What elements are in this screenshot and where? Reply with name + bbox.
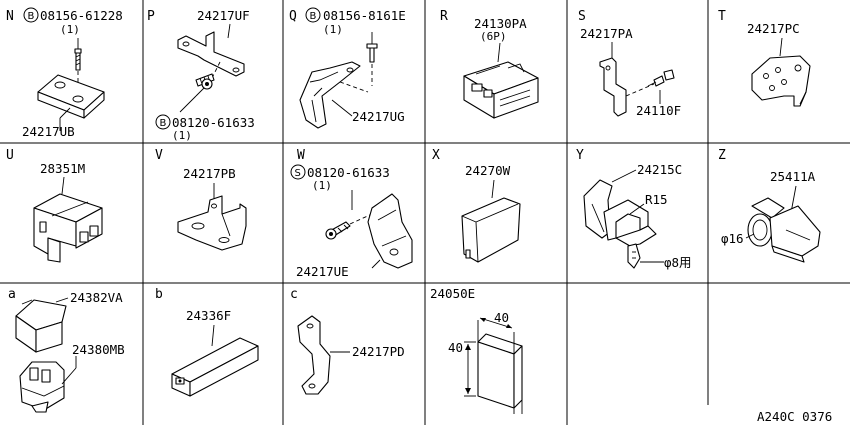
part-number: 25411A	[770, 169, 816, 184]
part-number-2: 24110F	[636, 103, 681, 118]
bolt-symbol: B	[305, 7, 321, 23]
cell-letter: Z	[718, 148, 726, 163]
svg-text:B: B	[28, 11, 35, 22]
dimension-height: 40	[448, 340, 463, 355]
part-number: 24217UG	[352, 109, 405, 124]
part-number: 24336F	[186, 308, 231, 323]
cell-letter: Q	[289, 9, 297, 24]
relay-drawing	[33, 176, 103, 263]
cell-letter: R	[440, 9, 448, 24]
part-number: 24217UE	[296, 264, 349, 279]
part-number: 24215C	[637, 162, 682, 177]
cell-d: 24050E 40 40	[430, 286, 523, 414]
cell-letter: X	[432, 148, 440, 163]
bracket-drawing	[325, 190, 413, 269]
diagram-reference-code: A240C 0376	[757, 409, 832, 424]
bracket-drawing	[751, 37, 811, 107]
clip-drawing	[583, 169, 664, 269]
part-number: 24050E	[430, 286, 475, 301]
bolt-part-number: 08120-61633	[172, 115, 255, 130]
cell-p: P 24217UF B 08120-61633 (1)	[147, 8, 255, 142]
bracket-drawing	[297, 315, 350, 395]
cell-q: Q B 08156-8161E (1) 24217UG	[289, 7, 406, 129]
svg-text:B: B	[310, 11, 317, 22]
part-number: 24217PD	[352, 344, 405, 359]
cell-letter: a	[8, 287, 16, 302]
quantity: (1)	[323, 23, 343, 36]
part-number-2: 24380MB	[72, 342, 125, 357]
svg-text:S: S	[295, 168, 301, 179]
bolt-part-number: 08156-61228	[40, 8, 123, 23]
bolt-symbol: S	[290, 164, 306, 180]
bolt-part-number: 08156-8161E	[323, 8, 406, 23]
cell-w: W S 08120-61633 (1) 24217UE	[290, 148, 413, 279]
cover-drawing	[461, 179, 521, 263]
bracket-drawing	[299, 32, 378, 129]
cell-s: S 24217PA 24110F	[578, 9, 681, 118]
fuse-block-drawing	[171, 324, 259, 397]
bolt-symbol: B	[155, 114, 171, 130]
part-number: 24382VA	[70, 290, 123, 305]
cell-letter: U	[6, 148, 14, 163]
cell-a: a 24382VA 24380MB	[8, 287, 125, 413]
cell-c: c 24217PD	[290, 287, 405, 395]
bracket-drawing	[599, 42, 675, 117]
block-drawing	[464, 317, 523, 414]
quantity: (1)	[312, 179, 332, 192]
cell-r: R 24130PA (6P)	[440, 9, 539, 119]
svg-text:B: B	[160, 118, 167, 129]
cell-letter: S	[578, 9, 586, 24]
cell-y: Y 24215C R15 φ8用	[576, 148, 692, 270]
bracket-drawing	[177, 23, 245, 113]
cell-letter: V	[155, 148, 163, 163]
diameter-label: φ8用	[664, 255, 692, 270]
radius-label: R15	[645, 192, 668, 207]
part-number: 24270W	[465, 163, 511, 178]
cell-v: V 24217PB	[155, 148, 247, 251]
cell-letter: b	[155, 287, 163, 302]
diameter-label: φ16	[721, 231, 744, 246]
cell-t: T 24217PC	[718, 9, 811, 107]
cell-letter: N	[6, 9, 14, 24]
cell-u: U 28351M	[6, 148, 103, 263]
part-number: 24217UF	[197, 8, 250, 23]
grommet-drawing	[745, 185, 821, 263]
part-number: 24217PC	[747, 21, 800, 36]
cell-n: N B 08156-61228 (1) 24217UB	[6, 7, 123, 139]
quantity: (1)	[60, 23, 80, 36]
cell-letter: T	[718, 9, 726, 24]
cell-z: Z 25411A φ16	[718, 148, 821, 263]
part-number: 28351M	[40, 161, 85, 176]
cell-letter: Y	[576, 148, 584, 163]
part-number: 24217PB	[183, 166, 236, 181]
part-number: 24130PA	[474, 16, 527, 31]
cell-letter: W	[297, 148, 305, 163]
bolt-symbol: B	[23, 7, 39, 23]
connector-drawing	[463, 42, 539, 119]
pin-count: (6P)	[480, 30, 507, 43]
bolt-part-number: 08120-61633	[307, 165, 390, 180]
quantity: (1)	[172, 129, 192, 142]
part-number: 24217UB	[22, 124, 75, 139]
bracket-drawing	[177, 183, 247, 251]
cell-letter: c	[290, 287, 298, 302]
cell-b: b 24336F	[155, 287, 259, 397]
cell-x: X 24270W	[432, 148, 521, 263]
relay-cover-drawing	[15, 297, 77, 413]
bracket-drawing	[37, 38, 105, 131]
dimension-width: 40	[494, 310, 509, 325]
cell-letter: P	[147, 9, 155, 24]
part-number: 24217PA	[580, 26, 633, 41]
